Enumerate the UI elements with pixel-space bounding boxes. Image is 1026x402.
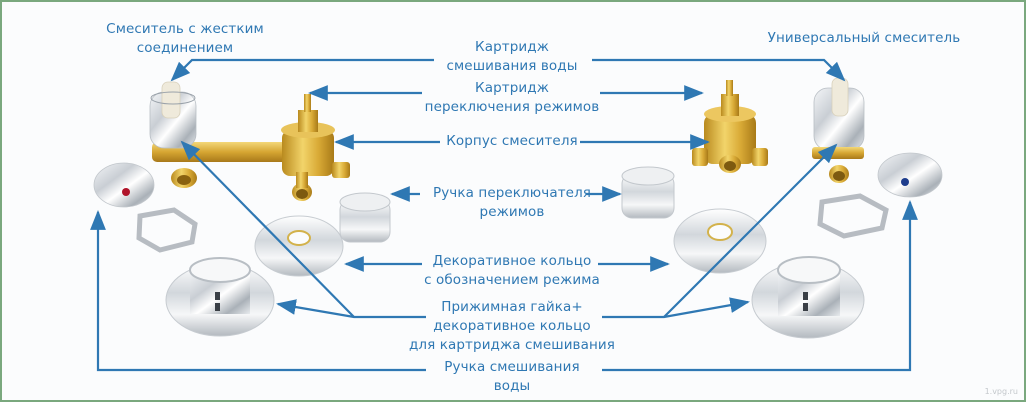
line-mixing-handle-right xyxy=(602,200,918,372)
callout-text: Ручка смешивания xyxy=(444,359,580,375)
callout-text: Декоративное кольцо xyxy=(432,253,592,269)
callout-text: декоративное кольцо xyxy=(433,318,591,334)
title-rigid-mixer-line2: соединением xyxy=(136,40,234,56)
callout-cartridge-switching: Картридж переключения режимов xyxy=(412,79,612,117)
left-switch-handle xyxy=(339,192,391,243)
callout-text: Ручка переключателя xyxy=(432,185,592,201)
callout-text: для картриджа смешивания xyxy=(408,337,616,353)
title-rigid-mixer: Смеситель с жестким соединением xyxy=(90,20,280,58)
left-mixing-handle xyxy=(93,162,155,208)
callout-text: Картридж xyxy=(475,80,549,96)
callout-text: режимов xyxy=(479,204,545,220)
line-right-title xyxy=(802,58,846,82)
title-universal-mixer: Универсальный смеситель xyxy=(754,29,974,48)
line-clamp-nut-left-cartridge xyxy=(180,140,355,318)
left-hex-nut xyxy=(136,207,198,253)
right-clamp-nut-ring xyxy=(751,256,865,339)
title-universal-mixer-line1: Универсальный смеситель xyxy=(767,30,961,46)
right-mixer-assembly xyxy=(621,77,943,339)
left-decor-ring-mode xyxy=(254,215,344,277)
left-mixer-body xyxy=(281,94,350,201)
title-rigid-mixer-line1: Смеситель с жестким xyxy=(106,21,264,37)
callout-text: Прижимная гайка+ xyxy=(441,299,583,315)
callout-text: переключения режимов xyxy=(424,99,600,115)
line-clamp-nut-right xyxy=(602,297,750,319)
left-mixer-assembly xyxy=(93,81,391,337)
callout-decor-ring-mode: Декоративное кольцо с обозначением режим… xyxy=(402,252,622,290)
callout-text: Картридж xyxy=(475,39,549,55)
right-hex-nut xyxy=(817,193,889,239)
callout-text: с обозначением режима xyxy=(424,272,600,288)
callout-mixing-handle: Ручка смешивания воды xyxy=(412,358,612,396)
right-mixing-handle xyxy=(877,152,943,198)
callout-text: воды xyxy=(493,378,531,394)
hot-indicator-dot xyxy=(122,188,130,196)
callout-switch-handle: Ручка переключателя режимов xyxy=(412,184,612,222)
callout-cartridge-mixing: Картридж смешивания воды xyxy=(412,38,612,76)
callout-text: смешивания воды xyxy=(446,58,578,74)
callout-mixer-body: Корпус смесителя xyxy=(412,132,612,151)
callout-clamp-nut: Прижимная гайка+ декоративное кольцо для… xyxy=(402,298,622,355)
callout-text: Корпус смесителя xyxy=(446,133,578,149)
line-left-title xyxy=(170,58,215,82)
left-clamp-nut-ring xyxy=(165,257,275,337)
line-clamp-nut-right-cartridge xyxy=(663,143,838,318)
right-mixer-body xyxy=(692,80,768,173)
callout-lines xyxy=(90,58,918,372)
right-decor-ring-mode xyxy=(673,208,767,274)
watermark: 1.vpg.ru xyxy=(984,387,1018,396)
cold-indicator-dot xyxy=(901,178,909,186)
right-mixing-cartridge xyxy=(812,77,865,183)
left-mixing-cartridge xyxy=(149,81,197,149)
right-switch-handle xyxy=(621,166,675,219)
line-mixing-handle-left xyxy=(90,210,426,372)
